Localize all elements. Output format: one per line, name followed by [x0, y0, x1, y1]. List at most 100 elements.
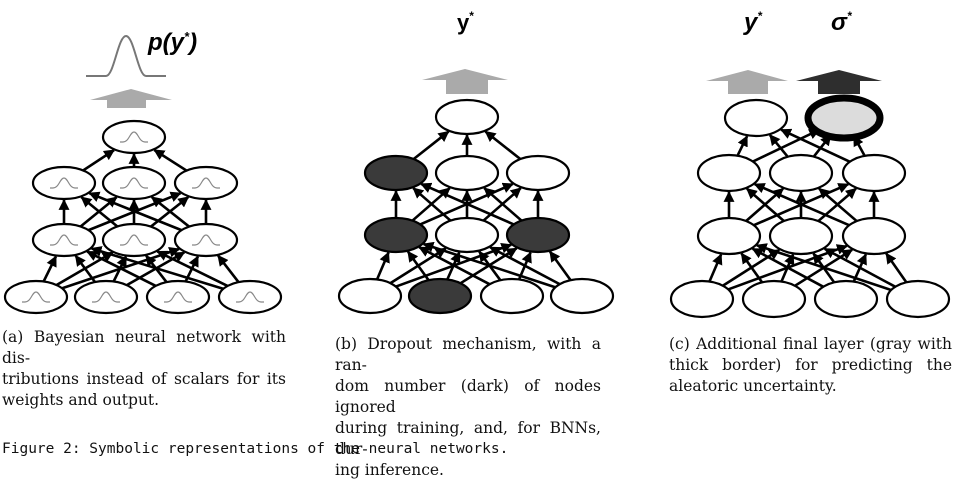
output-arrow [90, 89, 172, 108]
output-label-p-y: p(y*) [147, 29, 197, 56]
panel-b-dropout-network: y* [337, 9, 615, 315]
weight-distribution-curve [22, 291, 50, 303]
connection-arrow [145, 196, 190, 231]
connection-arrow [751, 247, 830, 291]
connection-arrow [489, 246, 566, 289]
connection-arrow [217, 254, 243, 287]
neuron-node [768, 153, 834, 193]
weight-distribution-curve [236, 291, 264, 303]
neuron-node [505, 154, 571, 192]
weight-distribution-curve [120, 234, 148, 246]
connection-arrow [483, 187, 527, 226]
connection-arrow [77, 149, 115, 175]
neuron-node [3, 279, 69, 315]
output-arrow [422, 69, 508, 94]
panel-c-nodes [669, 94, 951, 319]
neuron-node [669, 279, 735, 319]
weight-distribution-curve [192, 234, 220, 246]
panel-a-edges [40, 148, 243, 293]
neuron-node [434, 98, 500, 136]
connection-arrow [412, 187, 456, 226]
panel-c-edges [706, 128, 911, 294]
caption-c: (c) Additional final layer (gray with thi… [669, 334, 952, 397]
connection-arrow [156, 250, 234, 290]
neuron-node [696, 216, 762, 256]
connection-arrow [812, 252, 839, 288]
neuron-node [723, 98, 789, 138]
connection-arrow [740, 252, 767, 288]
connection-arrow [746, 187, 790, 226]
caption-line: (b) Dropout mechanism, with a ran- [335, 335, 601, 374]
neuron-node [434, 216, 500, 254]
neuron-node [841, 216, 907, 256]
connection-arrow [90, 246, 231, 293]
connection-arrow [420, 182, 521, 229]
neuron-node [101, 165, 167, 201]
weight-distribution-curve [92, 291, 120, 303]
sigma-output-arrow [796, 70, 882, 94]
connection-arrow [789, 248, 854, 291]
neuron-node [813, 279, 879, 319]
connection-arrow [484, 130, 526, 164]
connection-arrow [823, 247, 902, 291]
neuron-node [741, 279, 807, 319]
connection-arrow [747, 182, 850, 230]
connection-arrow [753, 182, 856, 230]
neuron-node [173, 222, 239, 258]
neuron-node [173, 165, 239, 201]
caption-a: (a) Bayesian neural network with dis-tri… [2, 327, 286, 411]
output-label-y: y* [457, 9, 474, 35]
panel-b-nodes [337, 98, 615, 315]
connection-arrow [548, 250, 575, 285]
caption-b: (b) Dropout mechanism, with a ran-dom nu… [335, 334, 601, 481]
figure-caption: Figure 2: Symbolic representations of th… [2, 441, 509, 457]
neuron-node [696, 153, 762, 193]
weight-distribution-curve [50, 177, 78, 189]
neuron-node [101, 222, 167, 258]
connection-arrow [145, 254, 171, 287]
mean-output-arrow [706, 70, 788, 94]
connection-arrow [74, 254, 99, 287]
connection-arrow [413, 182, 514, 229]
neuron-node [768, 216, 834, 256]
neuron-node [31, 222, 97, 258]
panel-b-edges [374, 130, 575, 291]
neuron-node [479, 277, 545, 315]
output-distribution-curve [86, 34, 166, 77]
caption-line: (c) Additional final layer (gray with [669, 335, 952, 353]
connection-arrow [86, 250, 162, 290]
neuron-node [31, 165, 97, 201]
connection-arrow [478, 187, 522, 226]
caption-line: (a) Bayesian neural network with dis- [2, 328, 286, 367]
output-label-y: y* [743, 9, 763, 36]
connection-arrow [80, 196, 123, 231]
weight-distribution-curve [120, 177, 148, 189]
connection-arrow [885, 252, 911, 288]
weight-distribution-curve [164, 291, 192, 303]
caption-line: tributions instead of scalars for its [2, 370, 286, 388]
dropped-node [363, 216, 429, 254]
connection-arrow [406, 250, 433, 285]
weight-distribution-curve [50, 234, 78, 246]
dropped-node [407, 277, 473, 315]
dropped-node [363, 154, 429, 192]
caption-line: aleatoric uncertainty. [669, 377, 837, 395]
weight-distribution-curve [120, 131, 148, 143]
panel-a-nodes [3, 119, 283, 315]
panel-c-aleatoric-network: y* σ* [669, 9, 951, 319]
output-label-sigma: σ* [831, 9, 853, 36]
neuron-node [73, 279, 139, 315]
caption-line: thick border) for predicting the [669, 356, 952, 374]
connection-arrow [813, 187, 857, 226]
connection-arrow [478, 250, 505, 285]
neuron-node [217, 279, 283, 315]
uncertainty-node [804, 94, 884, 142]
neuron-node [549, 277, 615, 315]
neuron-node [145, 279, 211, 315]
caption-line: during training, and, for BNNs, dur- [335, 419, 601, 458]
neuron-node [841, 153, 907, 193]
connection-arrow [418, 246, 496, 289]
connection-arrow [153, 148, 193, 175]
caption-line: dom number (dark) of nodes ignored [335, 377, 601, 416]
connection-arrow [422, 241, 563, 291]
